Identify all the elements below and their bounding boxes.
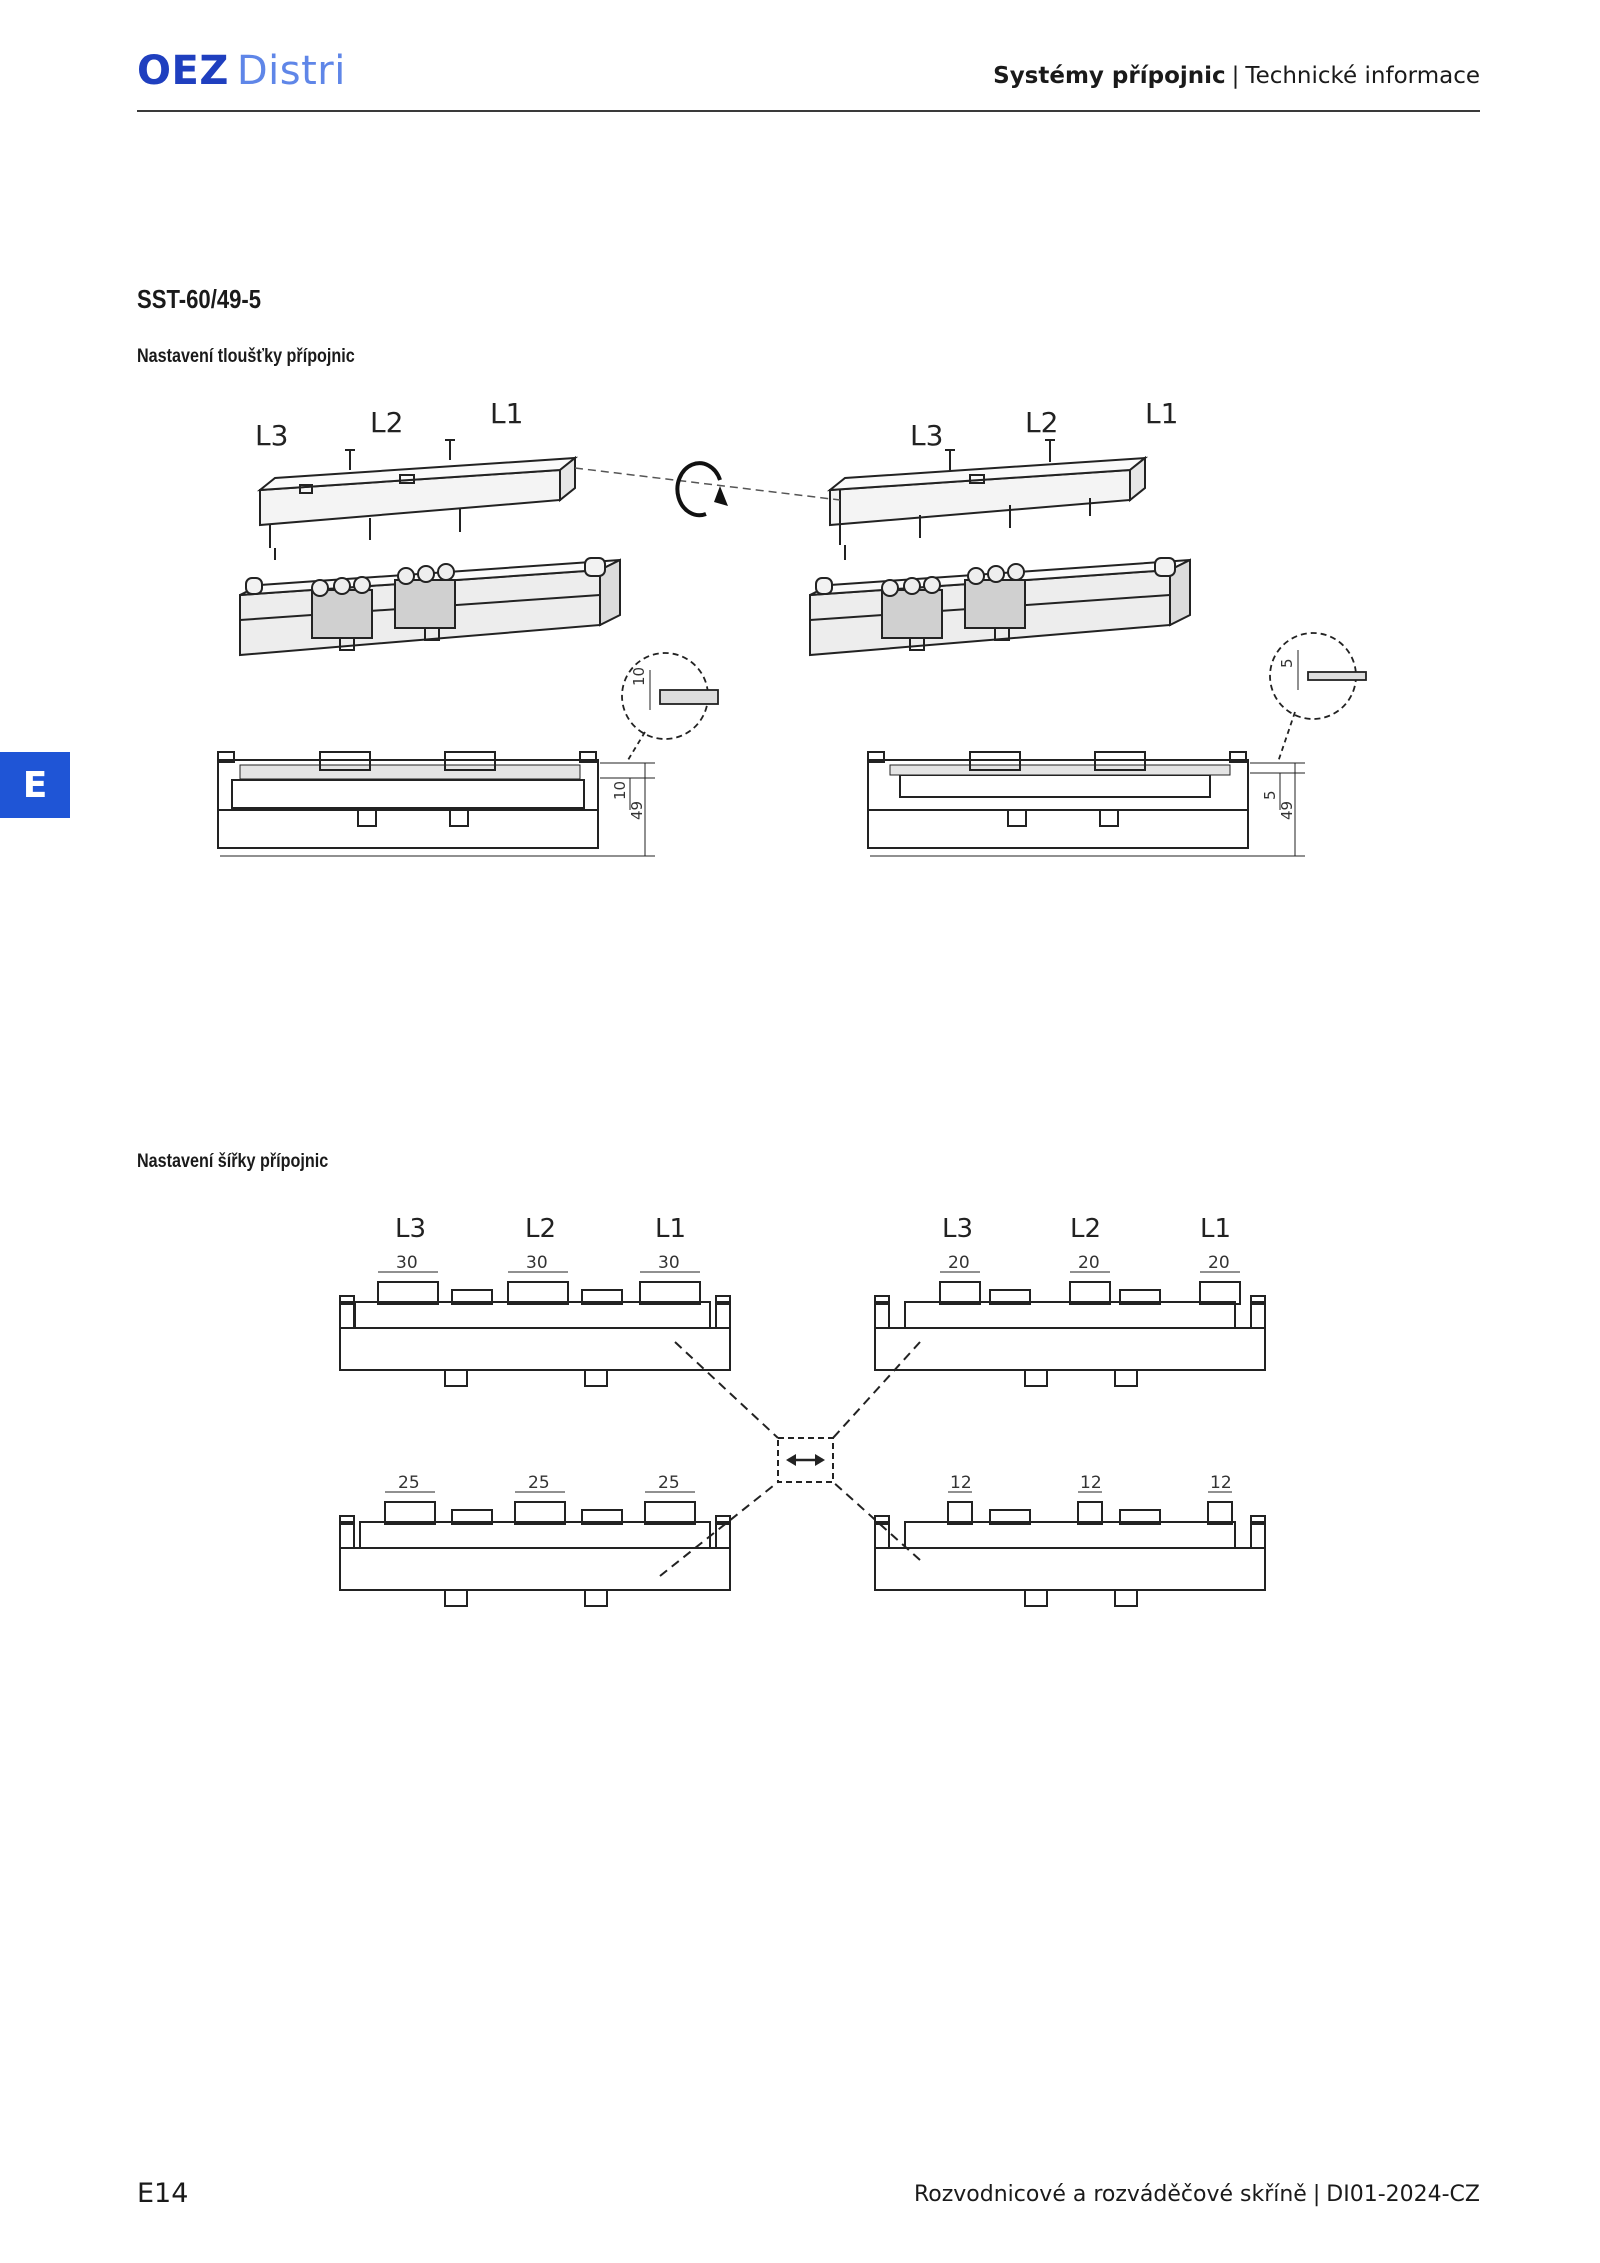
right-elevation <box>867 751 1305 857</box>
dim-20-l2: 20 <box>1078 1253 1100 1273</box>
right-elevation-thickness: 5 <box>1261 790 1279 800</box>
page-number: E14 <box>137 2178 189 2209</box>
width-left-label-l3: L3 <box>395 1214 426 1244</box>
dim-12-l1: 12 <box>1210 1473 1232 1493</box>
thickness-heading: Nastavení tloušťky přípojnic <box>137 346 355 367</box>
detail-right-thickness: 5 <box>1278 658 1296 668</box>
right-cover-part <box>826 439 1149 560</box>
breadcrumb-subsection: Technické informace <box>1245 63 1480 89</box>
thickness-left-label-l3: L3 <box>255 419 288 452</box>
chapter-tab: E <box>0 752 70 818</box>
detail-left-thickness: 10 <box>630 667 648 686</box>
footer-code: DI01-2024-CZ <box>1326 2182 1480 2207</box>
dim-12-l2: 12 <box>1080 1473 1102 1493</box>
variant-20-drawing <box>874 1281 1266 1387</box>
dim-30-l2: 30 <box>526 1253 548 1273</box>
width-heading: Nastavení šířky přípojnic <box>137 1151 329 1172</box>
thickness-right-label-l2: L2 <box>1025 406 1058 439</box>
right-base-part <box>809 557 1191 657</box>
rotate-icon <box>675 461 728 518</box>
page-footer: Rozvodnicové a rozváděčové skříně|DI01-2… <box>914 2182 1480 2207</box>
footer-separator: | <box>1312 2182 1321 2207</box>
swap-indicator <box>777 1437 834 1483</box>
variant-30-drawing <box>339 1281 731 1387</box>
logo-primary: OEZ <box>137 48 229 94</box>
thickness-right-label-l1: L1 <box>1145 397 1178 430</box>
thickness-left-label-l2: L2 <box>370 406 403 439</box>
breadcrumb-separator: | <box>1231 63 1240 89</box>
dim-30-l1: 30 <box>658 1253 680 1273</box>
width-left-label-l1: L1 <box>655 1214 686 1244</box>
width-left-label-l2: L2 <box>525 1214 556 1244</box>
dim-20-l1: 20 <box>1208 1253 1230 1273</box>
right-elevation-height: 49 <box>1278 801 1296 820</box>
thickness-figure: L3 L2 L1 L3 L2 L1 10 5 10 49 <box>217 397 1367 857</box>
width-right-label-l1: L1 <box>1200 1214 1231 1244</box>
dim-30-l3: 30 <box>396 1253 418 1273</box>
product-title: SST-60/49-5 <box>137 284 262 314</box>
left-elevation <box>217 751 655 857</box>
footer-title: Rozvodnicové a rozváděčové skříně <box>913 2182 1307 2207</box>
thickness-right-label-l3: L3 <box>910 419 943 452</box>
left-base-part <box>239 557 621 657</box>
rotation-guide-line <box>574 467 841 501</box>
dim-25-l1: 25 <box>658 1473 680 1493</box>
variant-25-drawing <box>339 1501 731 1607</box>
dim-12-l3: 12 <box>950 1473 972 1493</box>
dim-20-l3: 20 <box>948 1253 970 1273</box>
breadcrumb: Systémy přípojnic|Technické informace <box>993 63 1480 89</box>
width-figure: L3 L2 L1 L3 L2 L1 <box>339 1214 1266 1607</box>
thickness-left-label-l1: L1 <box>490 397 523 430</box>
left-cover-part <box>256 439 579 560</box>
width-right-label-l3: L3 <box>942 1214 973 1244</box>
left-elevation-thickness: 10 <box>611 781 629 800</box>
dim-25-l2: 25 <box>528 1473 550 1493</box>
dim-25-l3: 25 <box>398 1473 420 1493</box>
logo-secondary: Distri <box>236 48 346 94</box>
swap-guide-lines <box>659 1341 921 1577</box>
breadcrumb-section: Systémy přípojnic <box>993 63 1226 89</box>
width-right-label-l2: L2 <box>1070 1214 1101 1244</box>
left-elevation-height: 49 <box>628 801 646 820</box>
variant-12-drawing <box>874 1501 1266 1607</box>
